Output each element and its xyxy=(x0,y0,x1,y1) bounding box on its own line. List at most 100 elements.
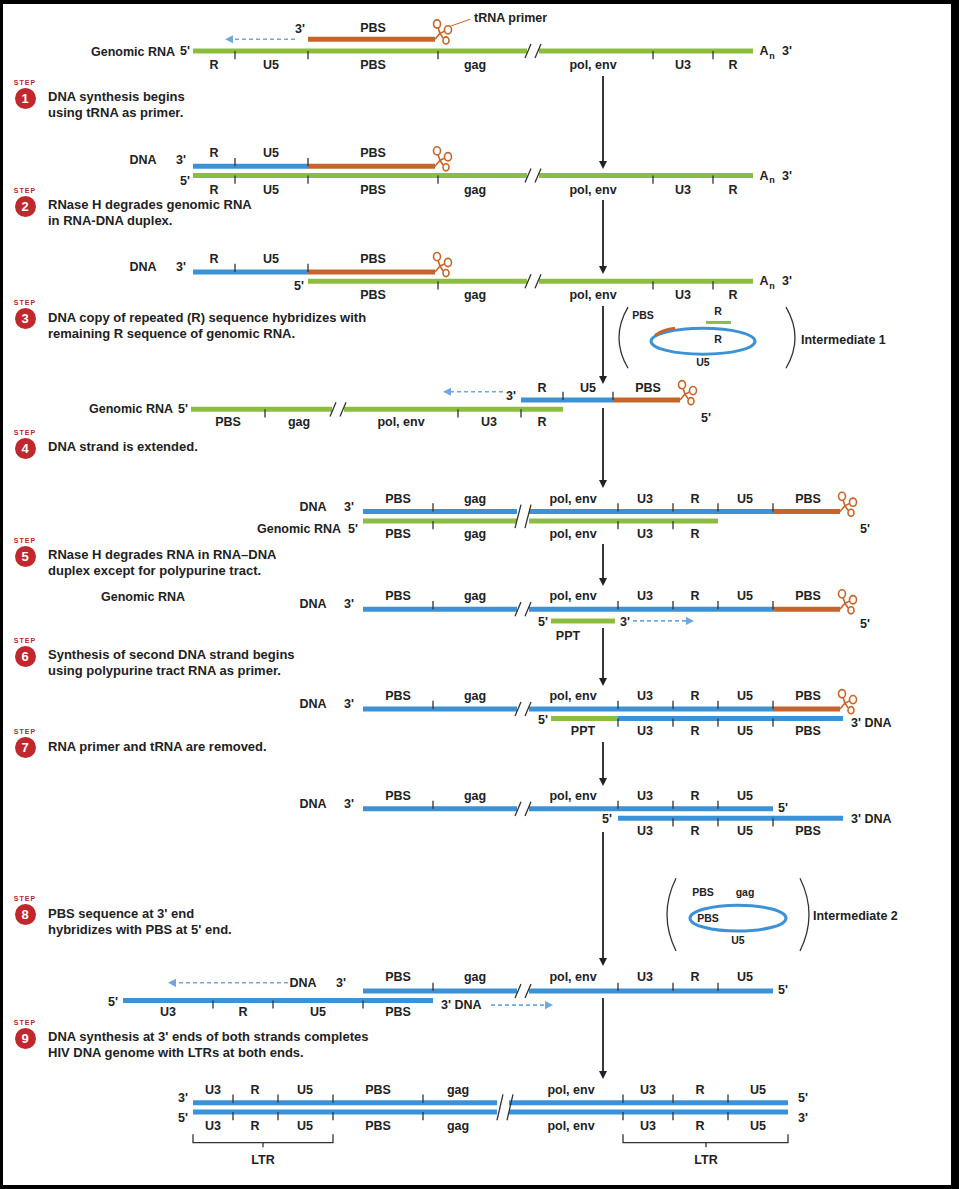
strand-label: R xyxy=(690,589,699,603)
step-number: 7 xyxy=(15,737,36,758)
strand-label: pol, env xyxy=(547,1083,594,1097)
strand-label: PBS xyxy=(795,689,821,703)
strand-label: A xyxy=(759,169,768,183)
strand-drawing xyxy=(438,281,713,289)
strand-drawing xyxy=(363,707,517,712)
strand-drawing xyxy=(515,702,531,716)
strand-label: A xyxy=(759,274,768,288)
strand-label: gag xyxy=(464,789,486,803)
step-number: 3 xyxy=(15,308,36,329)
strand-label: PBS xyxy=(385,492,411,506)
step-word: STEP xyxy=(9,187,41,195)
strand-label: PBS xyxy=(360,252,386,266)
strand-label: PBS xyxy=(360,183,386,197)
strand-drawing xyxy=(602,742,604,779)
strand-drawing xyxy=(599,958,607,966)
strand-label: 3' xyxy=(620,615,630,629)
strand-drawing xyxy=(679,381,697,405)
strand-label: U3 xyxy=(637,724,653,738)
strand-drawing xyxy=(193,269,308,274)
strand-label: U5 xyxy=(263,58,279,72)
strand-label: R xyxy=(728,288,737,302)
step-word: STEP xyxy=(9,728,41,736)
step-number: 4 xyxy=(15,438,36,459)
strand-label: PBS xyxy=(365,1119,391,1133)
strand-label: 5' xyxy=(180,44,190,58)
strand-drawing xyxy=(529,509,773,514)
strand-drawing xyxy=(235,176,713,184)
strand-label: 3' xyxy=(344,597,354,611)
strand-drawing xyxy=(773,707,840,712)
strand-drawing xyxy=(599,161,607,169)
intermediate-label: PBS xyxy=(692,886,714,898)
strand-drawing xyxy=(363,519,517,524)
strand-drawing xyxy=(602,76,604,162)
strand-label: R xyxy=(728,58,737,72)
strand-drawing xyxy=(839,590,857,614)
strand-label: 5' xyxy=(108,995,118,1009)
strand-drawing xyxy=(619,307,795,368)
strand-drawing xyxy=(525,44,541,58)
strand-label: U3 xyxy=(481,415,497,429)
step-number: 5 xyxy=(15,546,36,567)
strand-label: Intermediate 2 xyxy=(813,909,898,923)
strand-drawing xyxy=(602,544,604,579)
strand-drawing xyxy=(225,35,233,43)
subscript: n xyxy=(769,281,775,291)
strand-label: U3 xyxy=(640,1083,656,1097)
strand-label: U5 xyxy=(750,1083,766,1097)
step-number: 1 xyxy=(15,88,36,109)
strand-label: PBS xyxy=(385,527,411,541)
strand-label: gag xyxy=(464,288,486,302)
strand-label: R xyxy=(209,183,218,197)
strand-label: U5 xyxy=(263,252,279,266)
strand-drawing xyxy=(515,505,531,529)
step-number: 9 xyxy=(15,1028,36,1049)
strand-drawing xyxy=(602,832,604,959)
strand-label: U3 xyxy=(205,1083,221,1097)
strand-label: R xyxy=(690,724,699,738)
step-badge: STEP4 xyxy=(9,429,41,459)
strand-drawing xyxy=(599,578,607,586)
step-badge: STEP9 xyxy=(9,1019,41,1049)
strand-label: PBS xyxy=(385,970,411,984)
strand-label: pol, env xyxy=(549,527,596,541)
strand-drawing xyxy=(491,1004,546,1006)
strand-drawing xyxy=(330,402,346,416)
strand-label: Genomic RNA xyxy=(257,522,341,536)
strand-drawing xyxy=(599,480,607,488)
strand-drawing xyxy=(633,620,687,622)
strand-label: Genomic RNA xyxy=(91,45,175,59)
strand-label: DNA xyxy=(299,597,326,611)
strand-drawing xyxy=(434,20,452,44)
strand-drawing xyxy=(193,1100,497,1105)
strand-drawing xyxy=(193,1110,497,1115)
strand-drawing xyxy=(602,306,604,377)
strand-label: PBS xyxy=(385,1005,411,1019)
strand-drawing xyxy=(773,607,840,612)
strand-label: R xyxy=(238,1005,247,1019)
strand-label: 3' xyxy=(336,976,346,990)
strand-drawing xyxy=(551,716,618,721)
strand-drawing xyxy=(690,905,786,931)
strand-label: U5 xyxy=(737,689,753,703)
strand-drawing xyxy=(602,200,604,267)
strand-drawing xyxy=(529,988,773,993)
strand-label: PBS xyxy=(795,824,821,838)
step-word: STEP xyxy=(9,299,41,307)
strand-label: 3' xyxy=(176,153,186,167)
strand-label: PBS xyxy=(795,589,821,603)
strand-drawing xyxy=(773,509,840,514)
strand-drawing xyxy=(363,509,517,514)
step-badge: STEP2 xyxy=(9,187,41,217)
strand-drawing xyxy=(545,1001,553,1009)
intermediate-label: R xyxy=(714,305,722,317)
strand-label: 3' DNA xyxy=(441,998,481,1012)
strand-drawing xyxy=(450,19,470,26)
strand-label: R xyxy=(695,1083,704,1097)
strand-drawing xyxy=(193,1134,788,1147)
strand-label: PBS xyxy=(635,381,661,395)
strand-label: 3' xyxy=(782,169,792,183)
step-word: STEP xyxy=(9,429,41,437)
strand-drawing xyxy=(308,37,435,42)
